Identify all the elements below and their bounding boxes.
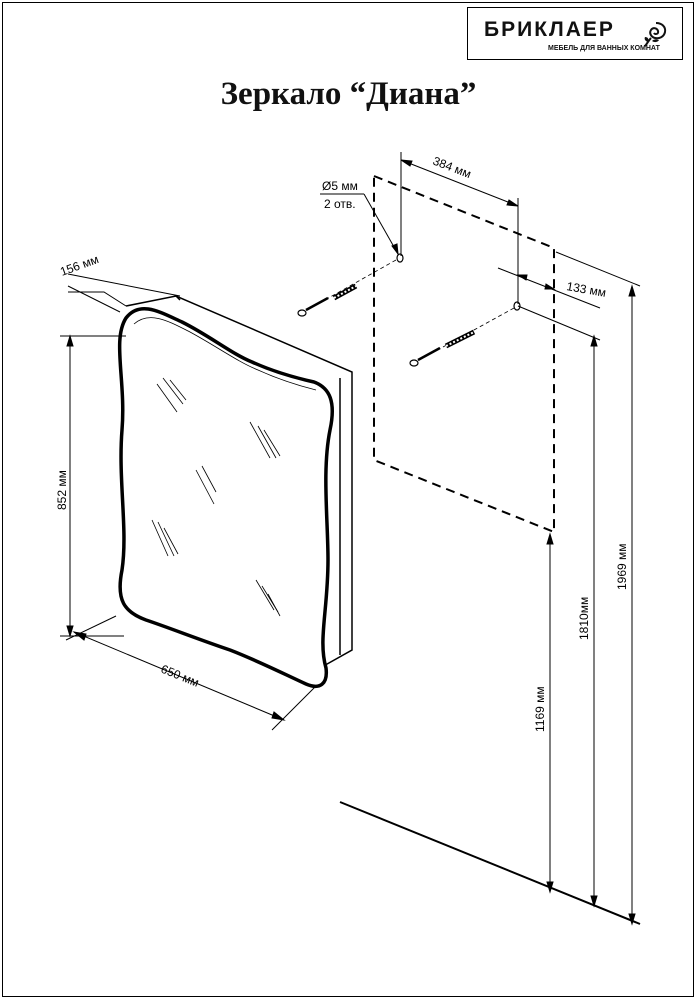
- dimension-hole-offset-label: 133 мм: [565, 279, 607, 300]
- mirror-reflection-marks: [151, 377, 281, 617]
- dimension-height: [60, 334, 126, 638]
- screw-set-right: [409, 307, 515, 367]
- dimension-width-label: 650 мм: [159, 662, 201, 690]
- wall-mount-outline: [373, 174, 555, 534]
- dimension-bottom-height-label: 1169 мм: [533, 686, 547, 732]
- dimension-bottom-height: [546, 532, 554, 894]
- dimension-depth: [67, 273, 181, 313]
- brand-tagline: МЕБЕЛЬ ДЛЯ ВАННЫХ КОМНАТ: [548, 45, 660, 52]
- mirror-front: [117, 307, 335, 689]
- brand-logo: БРИКЛАЕР МЕБЕЛЬ ДЛЯ ВАННЫХ КОМНАТ: [467, 7, 683, 60]
- dimension-top-height-label: 1969 мм: [615, 543, 629, 590]
- floor-line: [339, 801, 641, 925]
- screw-set-left: [297, 259, 397, 317]
- dimension-hole-offset: [497, 267, 601, 341]
- page-title: Зеркало “Диана”: [220, 76, 477, 112]
- dimension-hole-height: [590, 334, 598, 908]
- brand-name: БРИКЛАЕР: [484, 18, 615, 41]
- dimension-depth-label: 156 мм: [58, 252, 100, 279]
- dimension-hole-height-label: 1810мм: [577, 597, 591, 640]
- mounting-hole-left: [396, 253, 404, 263]
- dimension-hole-spacing: [400, 152, 519, 304]
- rose-icon: [644, 22, 667, 47]
- hole-diameter-label: Ø5 мм: [322, 179, 358, 193]
- dimension-height-label: 852 мм: [55, 470, 69, 510]
- dimension-hole-spacing-label: 384 мм: [431, 154, 473, 181]
- dimension-width: [65, 615, 317, 731]
- hole-diameter-callout: [320, 193, 399, 256]
- hole-count-label: 2 отв.: [324, 197, 356, 211]
- dimension-top-height: [555, 251, 641, 926]
